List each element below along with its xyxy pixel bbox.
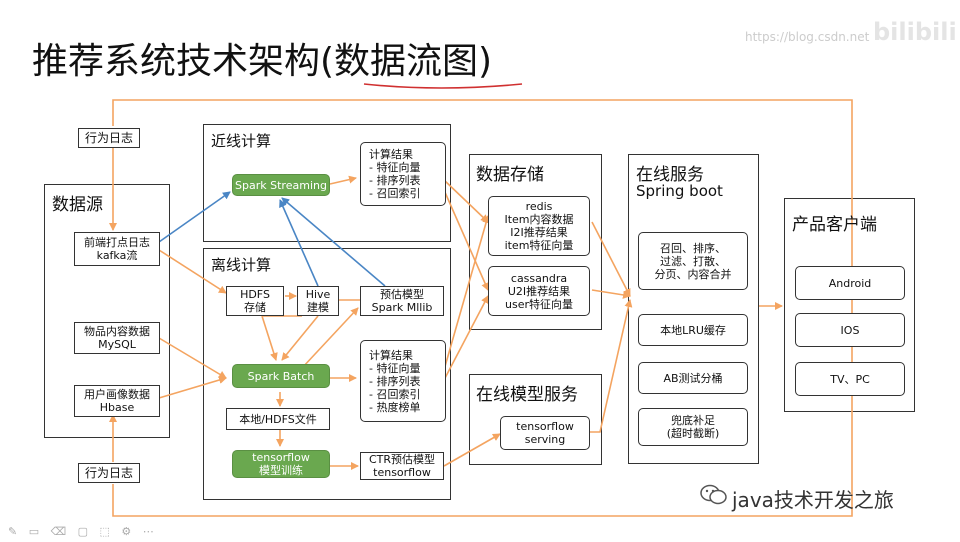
recall-line: 过滤、打散、 bbox=[660, 254, 726, 268]
offline-result-node: 计算结果 - 特征向量 - 排序列表 - 召回索引 - 热度榜单 bbox=[360, 340, 446, 422]
user-profile-sub: Hbase bbox=[99, 401, 135, 414]
redis-line: Item内容数据 bbox=[504, 213, 574, 226]
watermark-text: https://blog.csdn.net bbox=[745, 30, 870, 44]
recall-node: 召回、排序、 过滤、打散、 分页、内容合并 bbox=[638, 232, 748, 290]
hdfs-sub: 存储 bbox=[244, 301, 266, 314]
model-service-title: 在线模型服务 bbox=[476, 385, 578, 405]
local-hdfs-node: 本地/HDFS文件 bbox=[226, 408, 330, 430]
result-line: 计算结果 bbox=[369, 348, 413, 362]
tf-train-node: tensorflow 模型训练 bbox=[232, 450, 330, 478]
result-line: - 召回索引 bbox=[369, 187, 421, 200]
predict-model-node: 预估模型 Spark Mllib bbox=[360, 286, 444, 316]
hive-label: Hive bbox=[305, 288, 331, 301]
ab-test-node: AB测试分桶 bbox=[638, 362, 748, 394]
nearline-result-node: 计算结果 - 特征向量 - 排序列表 - 召回索引 bbox=[360, 142, 446, 206]
result-line: - 排序列表 bbox=[369, 174, 421, 187]
frontend-log-label: 前端打点日志 bbox=[84, 236, 150, 249]
predict-model-sub: Spark Mllib bbox=[371, 301, 433, 314]
ctr-model-label: CTR预估模型 bbox=[368, 453, 436, 466]
spark-batch-node: Spark Batch bbox=[232, 364, 330, 388]
page-title: 推荐系统技术架构(数据流图) bbox=[32, 41, 493, 82]
data-source-title: 数据源 bbox=[52, 195, 103, 215]
hdfs-label: HDFS bbox=[240, 288, 270, 301]
result-line: - 召回索引 bbox=[369, 387, 421, 401]
footer-watermark: java技术开发之旅 bbox=[732, 488, 894, 512]
fallback-node: 兜底补足 (超时截断) bbox=[638, 408, 748, 446]
user-profile-node: 用户画像数据 Hbase bbox=[74, 385, 160, 417]
fallback-line: 兜底补足 bbox=[671, 414, 715, 427]
result-line: - 特征向量 bbox=[369, 361, 421, 375]
nearline-title: 近线计算 bbox=[211, 132, 272, 150]
hdfs-node: HDFS 存储 bbox=[226, 286, 284, 316]
result-line: - 排序列表 bbox=[369, 374, 421, 388]
cassandra-line: cassandra bbox=[510, 271, 568, 285]
tf-serving-node: tensorflow serving bbox=[500, 416, 590, 450]
ctr-model-sub: tensorflow bbox=[373, 466, 431, 479]
offline-title: 离线计算 bbox=[211, 256, 272, 274]
redis-line: I2I推荐结果 bbox=[510, 226, 568, 239]
behavior-log-top: 行为日志 bbox=[78, 128, 140, 148]
cassandra-line: U2I推荐结果 bbox=[507, 284, 571, 298]
online-service-title: 在线服务 bbox=[636, 165, 704, 185]
redis-line: item特征向量 bbox=[504, 239, 574, 252]
ctr-model-node: CTR预估模型 tensorflow bbox=[360, 452, 444, 480]
hive-sub: 建模 bbox=[307, 301, 329, 314]
result-line: - 特征向量 bbox=[369, 161, 421, 174]
item-data-label: 物品内容数据 bbox=[84, 325, 150, 338]
ios-node: IOS bbox=[795, 313, 905, 347]
redis-line: redis bbox=[525, 200, 553, 213]
tf-train-label: tensorflow bbox=[252, 451, 310, 464]
spark-streaming-node: Spark Streaming bbox=[232, 174, 330, 196]
cassandra-line: user特征向量 bbox=[505, 297, 573, 311]
tf-serving-label: tensorflow bbox=[516, 420, 574, 433]
item-data-sub: MySQL bbox=[98, 338, 136, 351]
result-line: - 热度榜单 bbox=[369, 400, 421, 414]
frontend-log-sub: kafka流 bbox=[96, 249, 138, 262]
cassandra-node: cassandra U2I推荐结果 user特征向量 bbox=[488, 266, 590, 316]
recall-line: 召回、排序、 bbox=[660, 241, 726, 255]
android-node: Android bbox=[795, 266, 905, 300]
frontend-log-node: 前端打点日志 kafka流 bbox=[74, 232, 160, 266]
spring-boot-label: Spring boot bbox=[636, 182, 723, 200]
recall-line: 分页、内容合并 bbox=[654, 267, 732, 281]
bilibili-logo: bilibili bbox=[873, 18, 957, 46]
tf-serving-sub: serving bbox=[524, 433, 566, 446]
predict-model-label: 预估模型 bbox=[380, 288, 424, 301]
result-line: 计算结果 bbox=[369, 148, 413, 161]
tv-pc-node: TV、PC bbox=[795, 362, 905, 396]
presentation-toolbar[interactable]: ✎ ▭ ⌫ ▢ ⬚ ⚙ ⋯ bbox=[8, 525, 158, 538]
tf-train-sub: 模型训练 bbox=[259, 464, 303, 477]
fallback-line: (超时截断) bbox=[666, 427, 720, 440]
wechat-icon bbox=[700, 484, 727, 505]
lru-cache-node: 本地LRU缓存 bbox=[638, 314, 748, 346]
user-profile-label: 用户画像数据 bbox=[84, 388, 150, 401]
hive-node: Hive 建模 bbox=[297, 286, 339, 316]
behavior-log-bottom: 行为日志 bbox=[78, 463, 140, 483]
item-data-node: 物品内容数据 MySQL bbox=[74, 322, 160, 354]
client-title: 产品客户端 bbox=[792, 215, 877, 235]
storage-title: 数据存储 bbox=[476, 165, 544, 185]
redis-node: redis Item内容数据 I2I推荐结果 item特征向量 bbox=[488, 196, 590, 256]
